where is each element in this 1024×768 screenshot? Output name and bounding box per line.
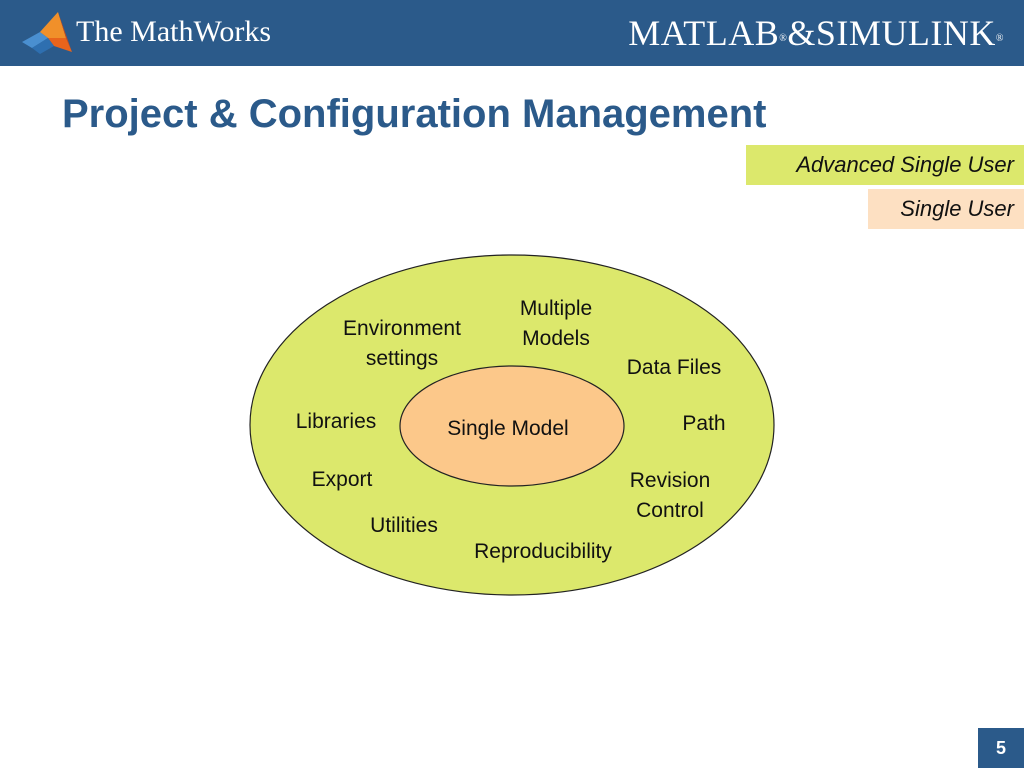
diagram-item-libraries: Libraries	[296, 410, 377, 433]
product-name-matlab: MATLAB	[628, 13, 780, 53]
diagram-item-export: Export	[312, 468, 373, 491]
diagram-item-reproducibility: Reproducibility	[474, 540, 612, 563]
page-title: Project & Configuration Management	[62, 92, 767, 136]
diagram-item-line: Environment	[343, 317, 461, 340]
slide-number: 5	[978, 728, 1024, 768]
legend-advanced-single-user: Advanced Single User	[746, 145, 1024, 185]
registered-mark: ®	[779, 33, 788, 44]
diagram-item-utilities: Utilities	[370, 514, 438, 537]
diagram-item-line: Libraries	[296, 410, 377, 433]
diagram-item-environment-settings: Environment settings	[343, 317, 461, 370]
header-bar: The MathWorks MATLAB®&SIMULINK®	[0, 0, 1024, 66]
matlab-membrane-logo-icon	[22, 12, 72, 54]
diagram-item-path: Path	[682, 412, 725, 435]
center-label-single-model: Single Model	[447, 417, 568, 440]
legend-single-user: Single User	[868, 189, 1024, 229]
company-name: The MathWorks	[76, 15, 272, 48]
product-name: MATLAB®&SIMULINK®	[628, 12, 1004, 54]
diagram-item-line: Utilities	[370, 514, 438, 537]
diagram-item-line: Data Files	[627, 356, 722, 379]
diagram-item-line: settings	[366, 347, 438, 370]
diagram-item-line: Path	[682, 412, 725, 435]
diagram-item-data-files: Data Files	[627, 356, 722, 379]
product-name-simulink: SIMULINK	[815, 13, 996, 53]
diagram-item-line: Reproducibility	[474, 540, 612, 563]
diagram-item-line: Export	[312, 468, 373, 491]
diagram-item-line: Multiple	[520, 297, 592, 320]
registered-mark-2: ®	[995, 33, 1004, 44]
diagram-item-line: Control	[636, 499, 704, 522]
product-ampersand: &	[787, 13, 816, 53]
diagram-item-line: Revision	[630, 469, 711, 492]
diagram-item-line: Models	[522, 327, 590, 350]
single-user-ellipse	[399, 365, 625, 487]
